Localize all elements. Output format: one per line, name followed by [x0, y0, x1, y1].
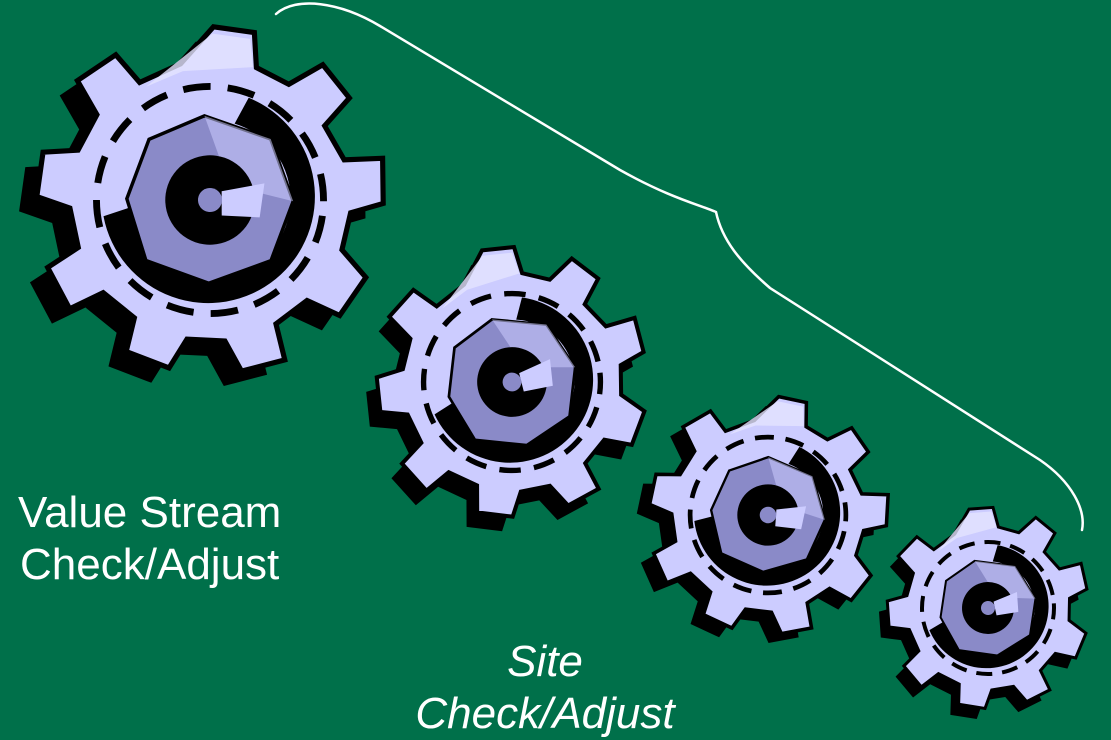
- gear-icon: [870, 499, 1098, 728]
- value-stream-label-line2: Check/Adjust: [20, 540, 280, 589]
- brace-icon: [274, 2, 1084, 532]
- site-label: Site Check/Adjust: [385, 636, 705, 740]
- site-label-line1: Site: [507, 637, 583, 686]
- gear-icon: [353, 235, 661, 544]
- value-stream-label-line1: Value Stream: [18, 488, 282, 537]
- gear-icon: [0, 4, 404, 412]
- gear-icon: [615, 373, 908, 667]
- site-label-line2: Check/Adjust: [415, 689, 675, 738]
- value-stream-label: Value Stream Check/Adjust: [18, 487, 281, 591]
